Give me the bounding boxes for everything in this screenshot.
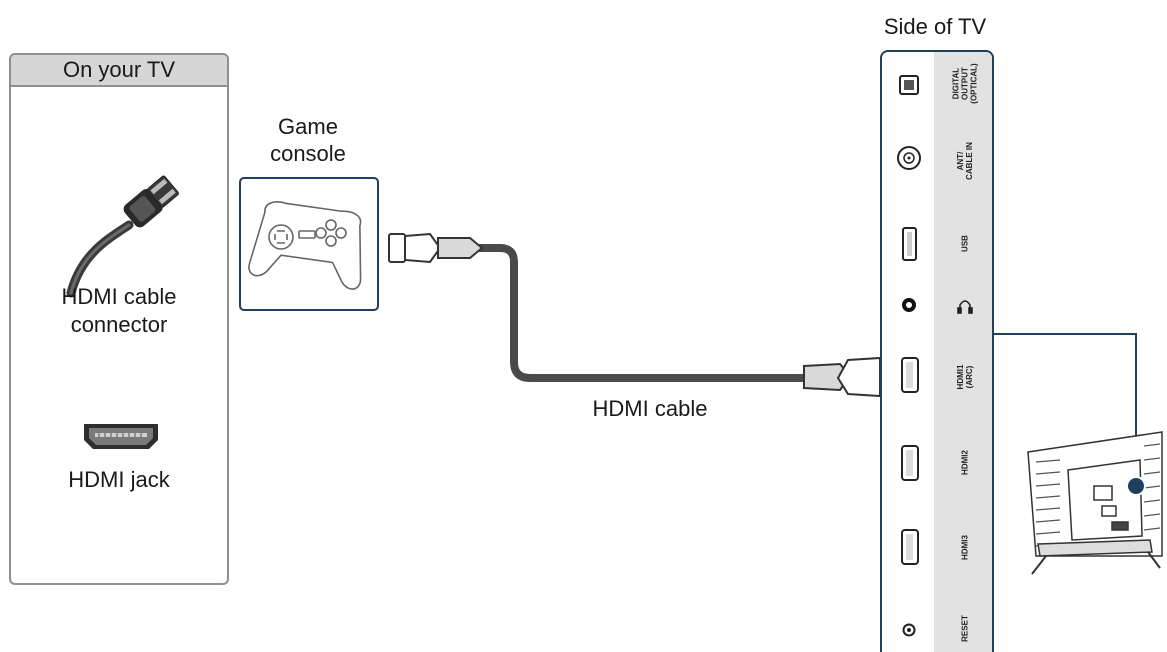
optical-port-icon [899, 75, 919, 95]
hdmi3-port-icon [901, 529, 919, 565]
jack-label: HDMI jack [68, 467, 170, 492]
port-label-column [934, 52, 992, 652]
game-console-box [239, 177, 379, 311]
legend-title: On your TV [11, 55, 227, 87]
hdmi-jack-icon [84, 424, 158, 449]
headphone-jack-icon [902, 298, 916, 312]
port-icons [897, 75, 973, 637]
console-label-line2: console [270, 141, 346, 166]
left-hdmi-plug [388, 232, 484, 264]
connector-label-line2: connector [70, 312, 168, 337]
hdmi1-port-icon [901, 357, 919, 393]
gamepad-icon [248, 201, 362, 290]
headphone-icon [957, 300, 973, 314]
cable-label: HDMI cable [592, 396, 708, 421]
console-label-line1: Game [278, 114, 338, 139]
legend-panel: On your TV HDMI cable connector HDMI jac… [9, 53, 229, 585]
tv-port-location-marker [1126, 476, 1146, 496]
tv-side-title: Side of TV [883, 14, 987, 39]
usb-port-icon [902, 227, 917, 261]
coax-port-icon [897, 146, 921, 170]
reset-button-icon [902, 623, 916, 637]
connector-label-line1: HDMI cable [61, 284, 177, 309]
tv-side-panel: DIGITAL OUTPUT (OPTICAL) ANT/ CABLE IN U… [880, 50, 994, 652]
hdmi-connector-icon [66, 175, 179, 298]
hdmi2-port-icon [901, 445, 919, 481]
